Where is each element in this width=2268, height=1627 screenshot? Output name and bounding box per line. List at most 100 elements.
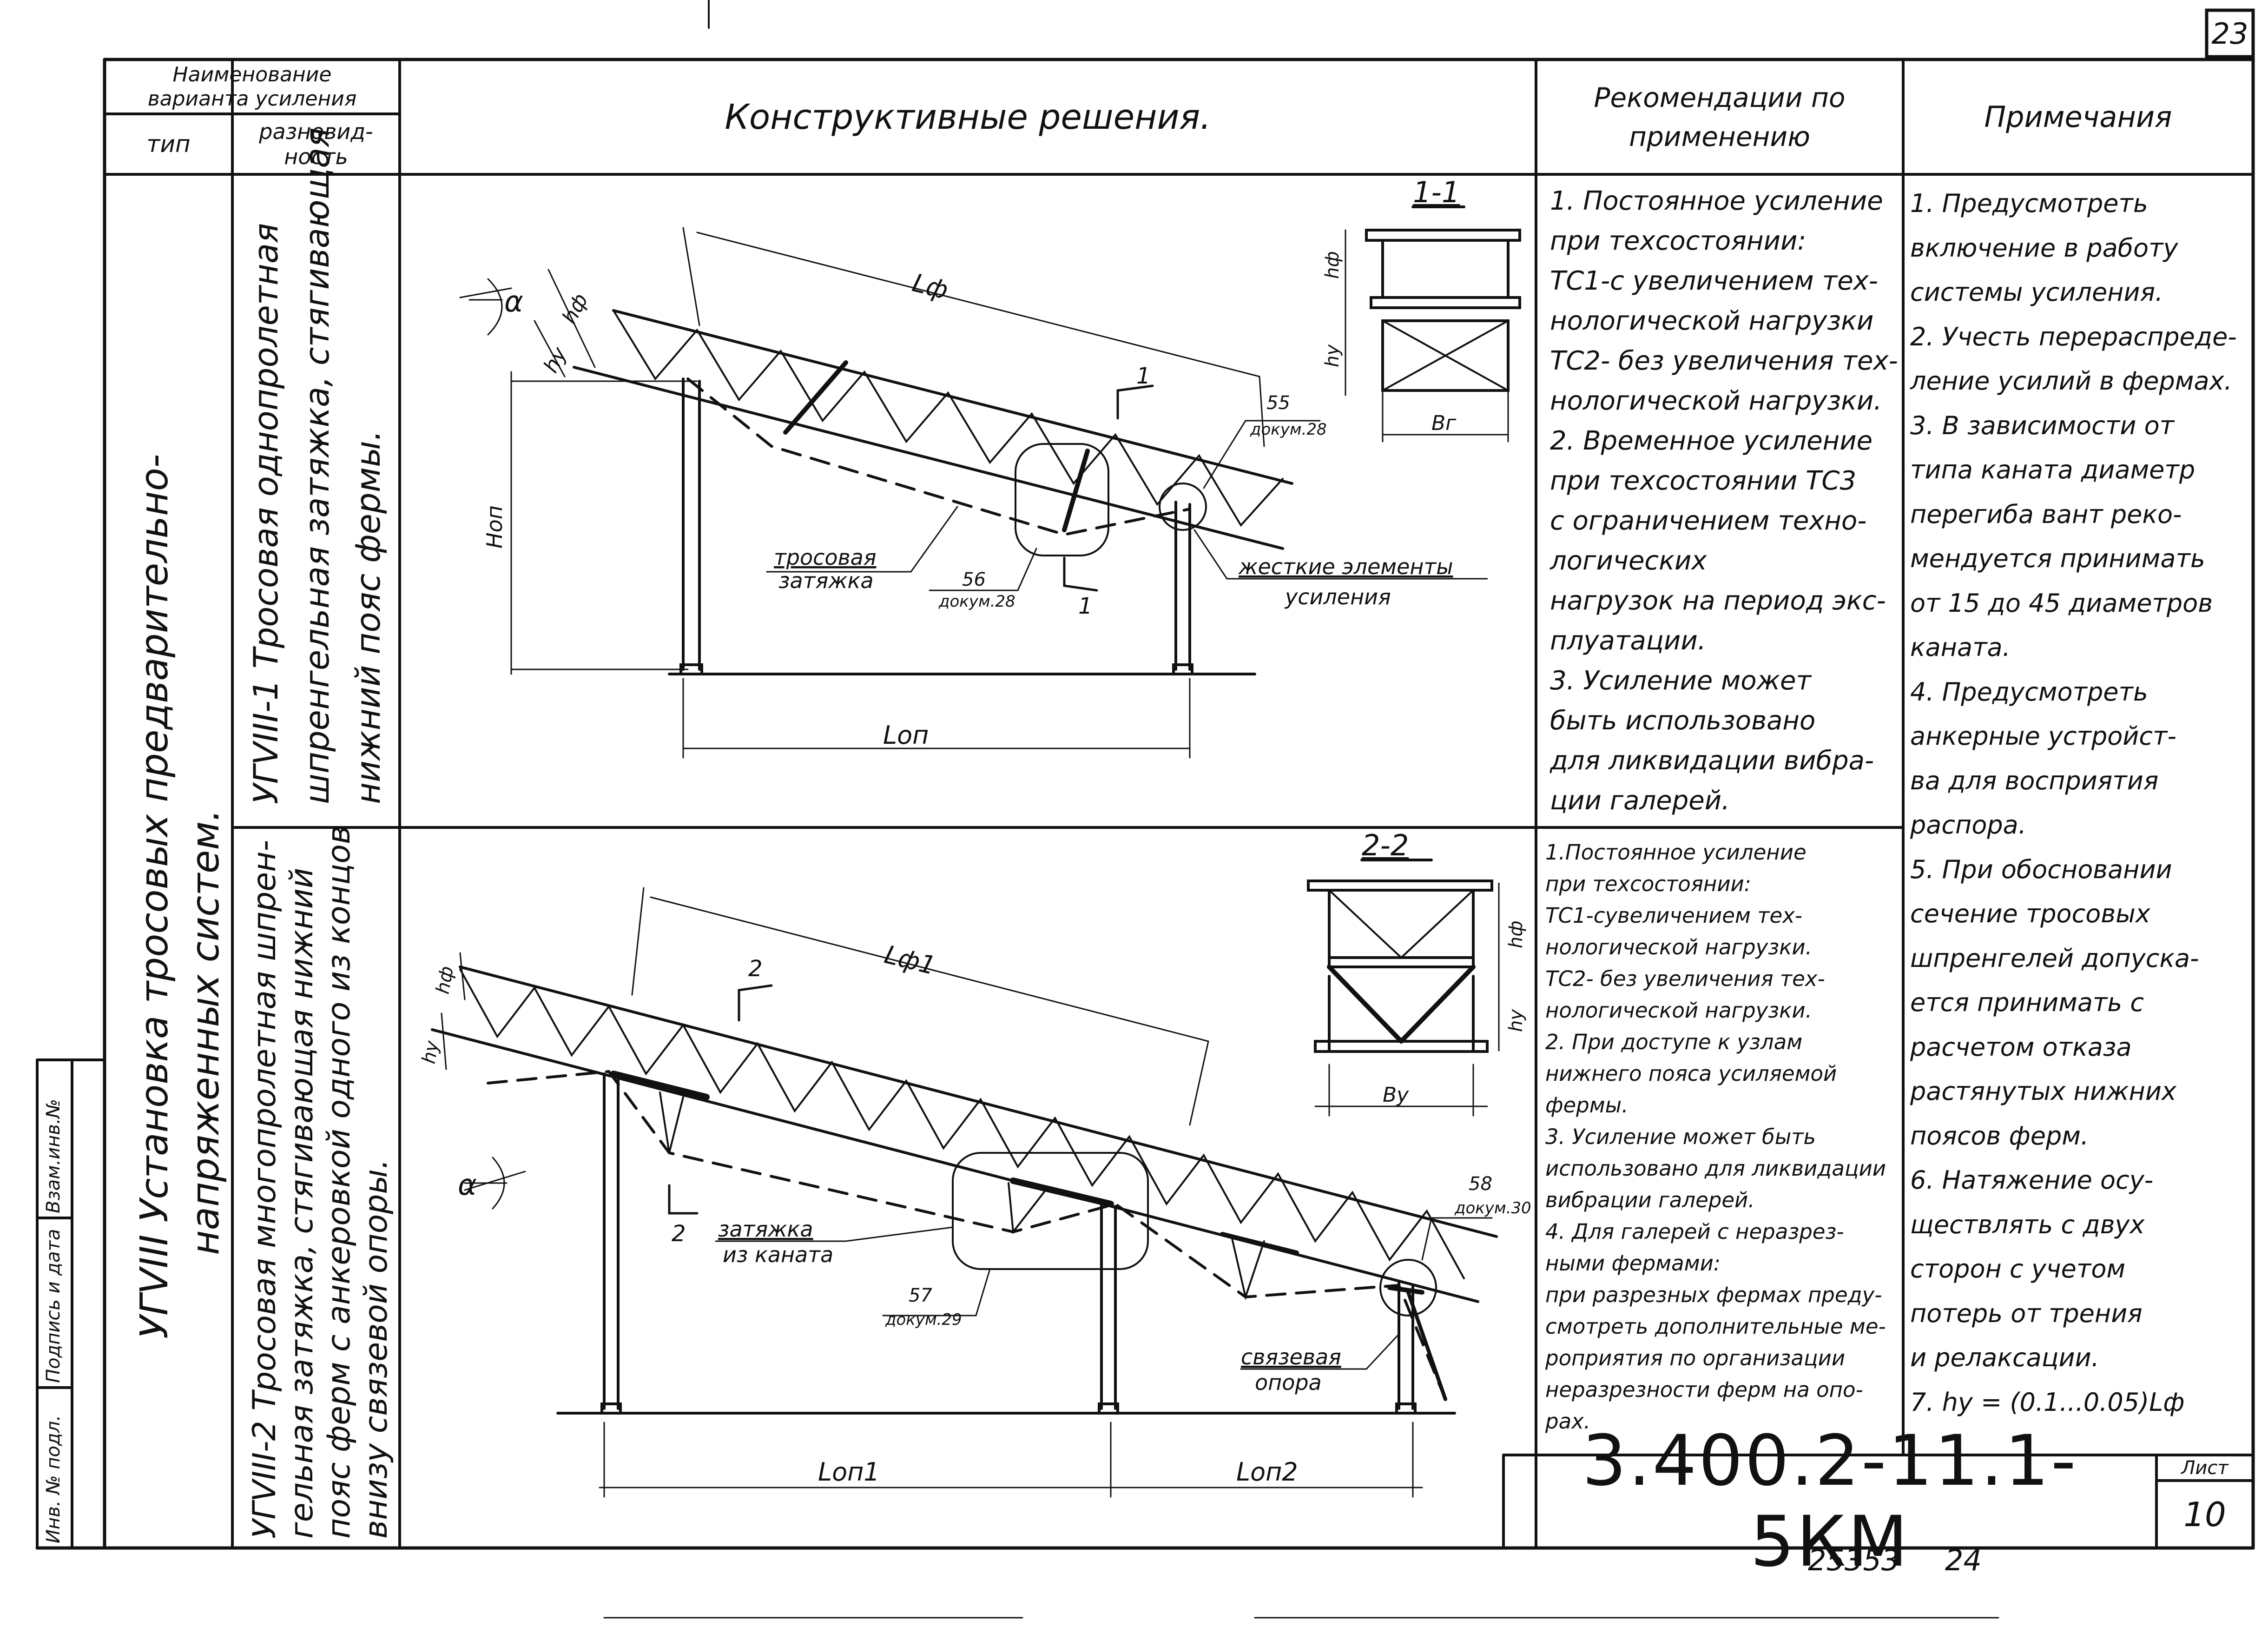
detail-56-frame [1015,443,1109,556]
rec1-line: с ограничением техно- [1550,506,1867,536]
detail-57-frame [952,1152,1149,1270]
rec2-line: 3. Усиление может быть [1545,1124,1816,1149]
rec1-line: при техсостоянии ТС3 [1550,466,1857,496]
note-line: 4. Предусмотреть [1910,677,2148,707]
drawing1-truss [573,309,1293,675]
drawing1-dimensions [459,227,1265,759]
variant1-line2: шпренгельная затяжка, стягивающая [297,127,336,804]
note-line: шпренгелей допуска- [1910,943,2199,973]
callout-cable-2: затяжка [778,568,874,593]
note-line: растянутых нижних [1910,1077,2176,1106]
drawing2-labels: Lф1 hф hу Lоп1 Lоп2 α 2-2 hф hу Ву затяж… [418,828,1531,1487]
header-variant-name-line1: Наименование [172,62,332,86]
callout-rigid-1: жесткие элементы [1238,554,1453,579]
header-variant-name-line2: варианта усиления [147,86,357,111]
callout-cable-1: тросовая [774,545,877,570]
rec1-line: 2. Временное усиление [1550,426,1873,456]
section-1-1-hf: hф [1322,251,1343,279]
label-lop1: Lоп1 [818,1457,880,1487]
header-subtype-line1: разновид- [259,119,373,144]
archive-suffix: 24 [1945,1543,1982,1577]
label-alpha2: α [458,1168,477,1202]
page-number: 23 [2211,16,2248,51]
header-notes: Примечания [1984,100,2172,134]
rec1-line: логических [1550,546,1707,576]
header-subtype-line2: ность [284,144,348,169]
recommendations1: 1. Постоянное усиление при техсостоянии:… [1550,181,1898,821]
label-alpha: α [504,284,523,318]
note-line: 2. Учесть перераспреде- [1910,322,2237,351]
sheet-label: Лист [2181,1457,2228,1479]
callout-tie-1: затяжка [718,1217,813,1242]
stamp-inv-no: Инв. № подл. [43,1415,64,1543]
section-2-2-hf: hф [1505,920,1527,948]
rec2-line: ТС1-сувеличением тех- [1545,903,1803,928]
section-1-1-title: 1-1 [1413,175,1460,209]
rec2-line: неразрезности ферм на опо- [1545,1377,1863,1402]
note-line: анкерные устройст- [1910,721,2176,751]
ref-56: 56 [962,569,986,590]
header-solutions: Конструктивные решения. [725,97,1211,137]
note-line: распора. [1910,810,2026,840]
ref-56-doc: докум.28 [938,592,1015,611]
ref-57-doc: докум.29 [885,1310,962,1329]
rec2-line: нологической нагрузки. [1545,935,1812,959]
note-line: мендуется принимать [1910,544,2205,573]
drawing1-cut-marks [1063,384,1154,592]
rec1-line: нагрузок на период экс- [1550,586,1886,616]
note-line: расчетом отказа [1910,1032,2132,1062]
detail-58-circle [1379,1259,1437,1316]
side-stamp [36,1058,106,1549]
ref-55: 55 [1266,392,1290,414]
rec1-line: быть использовано [1550,706,1816,736]
variant2-line1: УГVIII-2 Тросовая многопролетная шпрен- [246,840,283,1539]
note-line: ление усилий в фермах. [1910,366,2232,396]
header-recommendations-line2: применению [1629,120,1810,152]
type-column-line1: УГVIII Установка тросовых предварительно… [132,454,177,1339]
variant2-line4: внизу связевой опоры. [358,1159,395,1539]
callout-brace-1: связевая [1241,1344,1341,1369]
rec2-line: роприятия по организации [1545,1346,1846,1370]
rec2-line: фермы. [1545,1093,1628,1118]
variant1-line1: УГVIII-1 Тросовая однопролетная [246,223,285,804]
rec2-line: 1.Постоянное усиление [1545,840,1806,865]
drawing1-leaders [766,420,1488,591]
table-grid [103,58,2255,1549]
rec2-line: смотреть дополнительные ме- [1545,1314,1886,1339]
label-lop2: Lоп2 [1236,1457,1298,1487]
note-line: ется принимать с [1910,988,2144,1017]
ref-58-doc: докум.30 [1454,1199,1531,1217]
rec1-line: ТС1-с увеличением тех- [1550,266,1878,296]
section-2-2-by: Ву [1383,1083,1409,1107]
header-recommendations-line1: Рекомендации по [1594,81,1846,113]
label-hy: hу [539,343,572,377]
rec2-line: 2. При доступе к узлам [1545,1030,1803,1054]
cut-mark-1-top: 1 [1136,363,1151,389]
drawing2-leaders [715,1217,1493,1370]
drawing1-labels: Lф hф hу Hоп Lоп α 1-1 hф hу Вг тросовая… [482,175,1460,750]
rec2-line: рах. [1545,1409,1591,1434]
note-line: потерь от трения [1910,1298,2143,1328]
note-line: перегиба вант реко- [1910,499,2182,529]
drawing2-dimensions [441,887,1423,1498]
main-frame [35,55,2255,1550]
label-hop: Hоп [482,505,507,549]
note-line: от 15 до 45 диаметров [1910,588,2213,618]
note-line: 5. При обосновании [1910,854,2172,884]
note-line: типа каната диаметр [1910,455,2195,484]
note-line: 1. Предусмотреть [1910,189,2148,218]
note-line: каната. [1910,633,2011,662]
title-block [1502,1454,2255,1549]
section-2-2-hy: hу [1505,1009,1527,1032]
doc-code: 3.400.2-11.1-5КМ [1582,1421,2078,1582]
note-line: сечение тросовых [1910,899,2150,928]
note-line: 6. Натяжение осу- [1910,1165,2154,1195]
drawing2-cable-tie [487,1070,1447,1401]
rec2-line: при техсостоянии: [1545,872,1751,896]
note-line: ществлять с двух [1910,1210,2145,1239]
section-2-2 [1307,859,1500,1117]
ref-58: 58 [1469,1173,1492,1195]
rec1-line: нологической нагрузки [1550,306,1874,336]
rec1-line: при техсостоянии: [1550,226,1806,256]
label-hf: hф [558,290,593,328]
